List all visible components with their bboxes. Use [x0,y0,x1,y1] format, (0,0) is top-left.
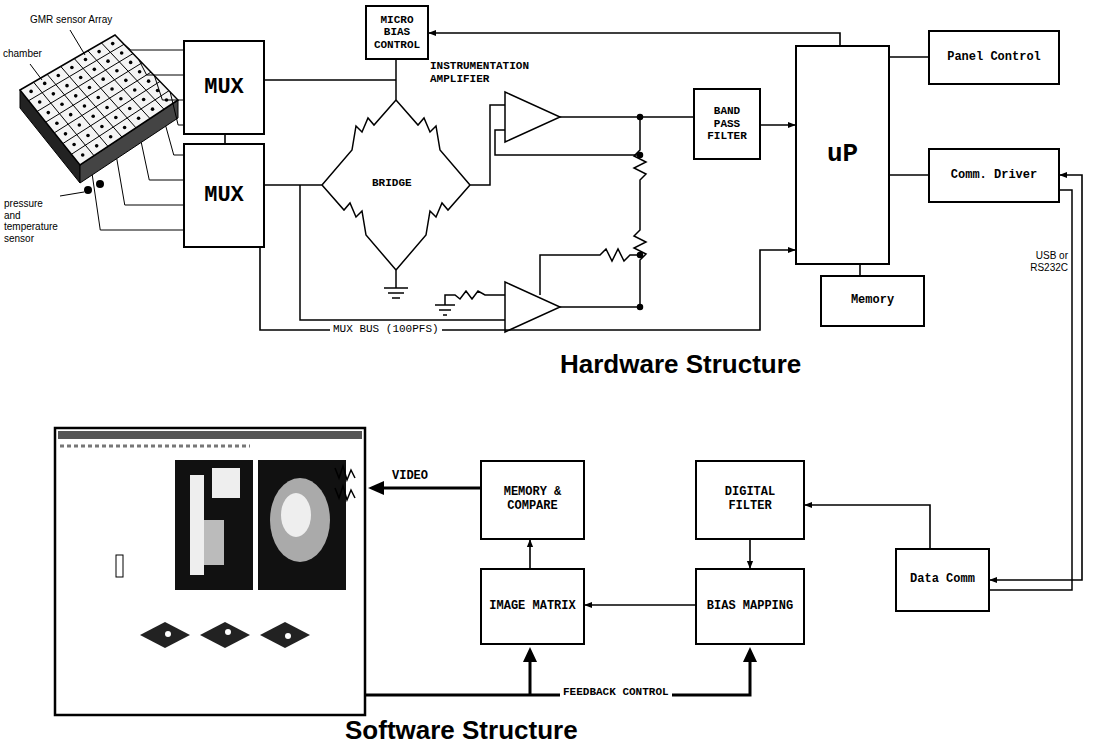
part-label: pressure and temperature sensor [4,198,60,244]
part-label: INSTRUMENTATION AMPLIFIER [430,60,560,85]
box-label: BAND PASS FILTER [699,105,755,143]
connector [890,174,928,176]
control-box: MICRO BIAS CONTROL [365,5,429,60]
usb-line [990,190,1072,590]
box-label: DIGITAL FILTER [701,486,799,514]
memory-box: Memory [820,275,925,327]
connector [761,124,795,126]
box-label: BIAS MAPPING [707,600,793,614]
box-label: MUX [204,183,244,208]
box-label: MEMORY & COMPARE [486,486,579,514]
processor-box: uP [795,45,890,265]
mapping-box: BIAS MAPPING [695,568,805,645]
connector [585,604,695,606]
connector [805,505,930,548]
gmr-sensor-array [20,30,185,230]
part-label: GMR sensor Array [30,14,140,26]
connector [859,265,861,275]
box-label: MICRO BIAS CONTROL [371,14,423,52]
driver-box: Comm. Driver [928,148,1060,203]
mux-box: MUX [183,143,265,248]
filter-box: DIGITAL FILTER [695,460,805,540]
panel-box: Panel Control [928,30,1060,85]
signal-label: MUX BUS (100PFS) [330,323,442,336]
signal-label: USB or RS232C [1016,250,1068,273]
part-label: chamber [3,48,63,60]
box-label: uP [827,140,858,170]
monitor-screen [55,428,365,715]
box-label: Memory [851,294,894,308]
compare-box: MEMORY & COMPARE [480,460,585,540]
box-label: Panel Control [947,51,1041,65]
connector [529,540,531,568]
connector [429,33,840,45]
box-label: Comm. Driver [951,169,1037,183]
connector [260,248,795,330]
section-title: Hardware Structure [560,350,860,380]
matrix-box: IMAGE MATRIX [480,568,585,645]
box-label: Data Comm [910,573,975,587]
filter-box: BAND PASS FILTER [693,88,761,160]
box-label: IMAGE MATRIX [489,600,575,614]
connector [890,56,928,58]
comm-box: Data Comm [895,548,990,612]
mux-box: MUX [183,40,265,135]
signal-label: VIDEO [392,470,452,484]
bridge-circuit [265,60,693,332]
box-label: MUX [204,75,244,100]
connector [990,175,1082,580]
signal-label: FEEDBACK CONTROL [560,686,672,699]
connector [749,540,751,568]
part-label: BRIDGE [372,177,420,190]
video-arrow [368,481,480,495]
connector [224,135,226,143]
section-title: Software Structure [345,716,645,744]
